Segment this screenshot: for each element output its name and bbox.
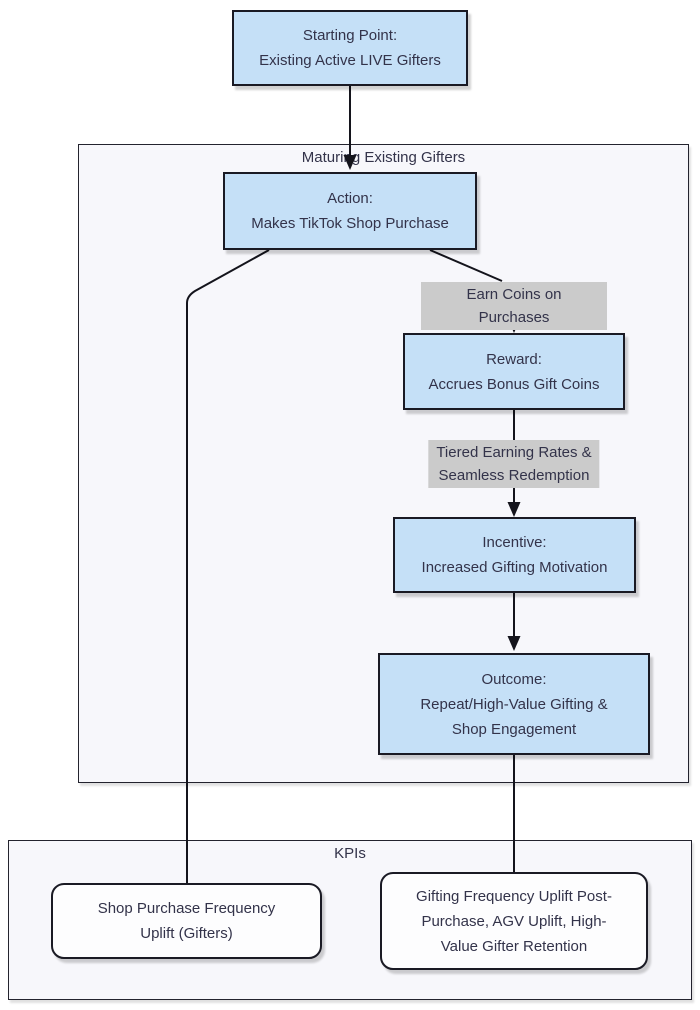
node-kpi-shop-purchase-frequency: Shop Purchase Frequency Uplift (Gifters) [51, 883, 322, 959]
node-incentive-gifting-motivation: Incentive: Increased Gifting Motivation [393, 517, 636, 593]
edge-label-tiered-rates: Tiered Earning Rates & Seamless Redempti… [428, 440, 600, 488]
subgraph-title-maturing: Maturing Existing Gifters [301, 149, 466, 166]
node-reward-bonus-coins: Reward: Accrues Bonus Gift Coins [403, 333, 625, 410]
node-starting-point: Starting Point: Existing Active LIVE Gif… [232, 10, 468, 86]
edge-label-earn-coins: Earn Coins on Purchases [421, 282, 607, 330]
node-kpi-gifting-frequency: Gifting Frequency Uplift Post- Purchase,… [380, 872, 648, 970]
node-action-shop-purchase: Action: Makes TikTok Shop Purchase [223, 172, 477, 250]
node-outcome-gifting-engagement: Outcome: Repeat/High-Value Gifting & Sho… [378, 653, 650, 755]
subgraph-title-kpis: KPIs [334, 845, 366, 862]
